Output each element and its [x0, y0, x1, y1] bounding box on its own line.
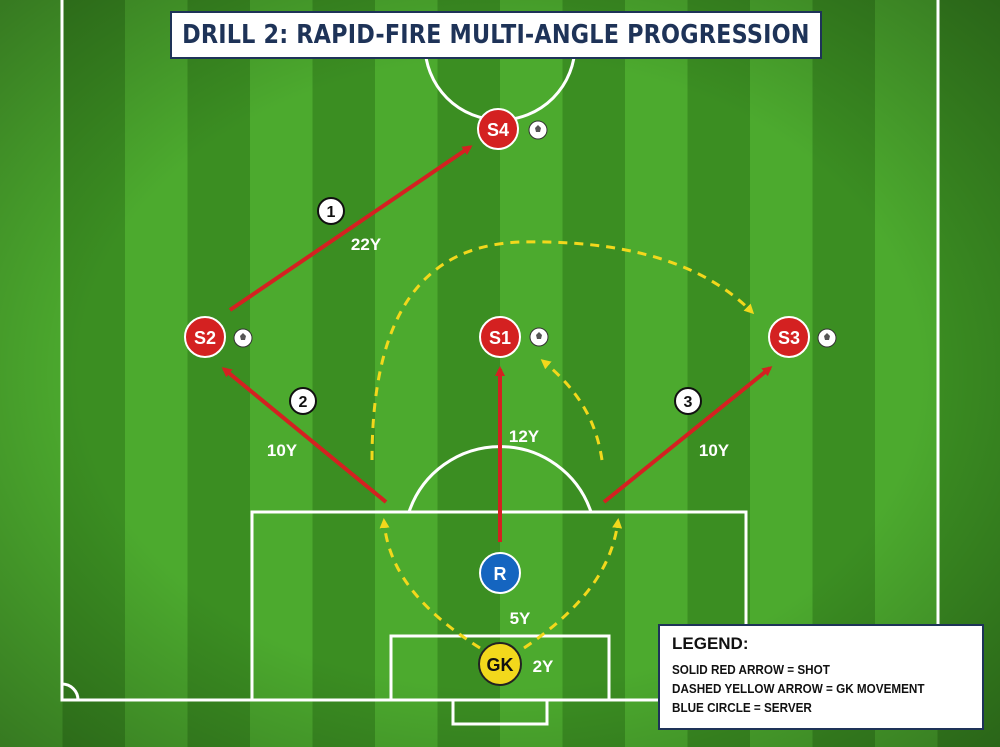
- step-numbers: 1 2 3: [289, 197, 702, 415]
- player-s4-label: S4: [487, 120, 509, 140]
- legend-item-server: BLUE CIRCLE = SERVER: [672, 700, 812, 715]
- goal: [451, 698, 549, 726]
- legend-item-shot: SOLID RED ARROW = SHOT: [672, 662, 830, 677]
- gk-arrow-right-post: [523, 518, 623, 650]
- step-3-badge: 3: [674, 387, 702, 415]
- legend-title: LEGEND:: [672, 634, 749, 653]
- distance-r-gk: 5Y: [510, 609, 531, 628]
- player-s1: S1: [479, 316, 521, 358]
- distance-to-s1: 12Y: [509, 427, 540, 446]
- ball-icon: [528, 120, 548, 140]
- balls: [233, 120, 837, 348]
- ball-icon: [529, 327, 549, 347]
- step-3-label: 3: [684, 394, 693, 411]
- gk-movements: [370, 240, 755, 650]
- ball-icon: [817, 328, 837, 348]
- distance-gk-line: 2Y: [533, 657, 554, 676]
- legend-panel: LEGEND: SOLID RED ARROW = SHOT DASHED YE…: [658, 624, 984, 730]
- shot-arrow-s2-to-s4: [228, 145, 473, 312]
- gk-arrow-s2-to-s3: [370, 240, 755, 461]
- ball-icon: [233, 328, 253, 348]
- distance-to-s3: 10Y: [699, 441, 730, 460]
- player-s4: S4: [477, 108, 519, 150]
- shot-arrow-to-s3: [602, 366, 773, 504]
- corner-arc: [61, 682, 80, 701]
- goalkeeper: GK: [478, 642, 522, 686]
- distance-labels: 22Y 10Y 12Y 10Y 5Y 2Y: [267, 235, 730, 676]
- step-2-badge: 2: [289, 387, 317, 415]
- drill-title: DRILL 2: RAPID-FIRE MULTI-ANGLE PROGRESS…: [182, 20, 810, 50]
- goalkeeper-label: GK: [487, 655, 514, 675]
- legend-item-gk-movement: DASHED YELLOW ARROW = GK MOVEMENT: [672, 681, 925, 696]
- player-s3: S3: [768, 316, 810, 358]
- player-s1-label: S1: [489, 328, 511, 348]
- gk-arrow-left-post: [379, 518, 481, 650]
- step-1-label: 1: [327, 204, 336, 221]
- shot-arrows: [221, 145, 773, 542]
- title-banner: DRILL 2: RAPID-FIRE MULTI-ANGLE PROGRESS…: [170, 11, 822, 59]
- shot-arrow-to-s2: [221, 367, 388, 504]
- step-1-badge: 1: [317, 197, 345, 225]
- step-2-label: 2: [299, 394, 308, 411]
- server-r-label: R: [494, 564, 507, 584]
- player-s3-label: S3: [778, 328, 800, 348]
- distance-to-s2: 10Y: [267, 441, 298, 460]
- distance-s2-s4: 22Y: [351, 235, 382, 254]
- player-s2: S2: [184, 316, 226, 358]
- player-s2-label: S2: [194, 328, 216, 348]
- server-r: R: [479, 552, 521, 594]
- players: S4 S2 S1 S3 R GK: [184, 108, 810, 686]
- gk-arrow-to-s1: [540, 359, 604, 461]
